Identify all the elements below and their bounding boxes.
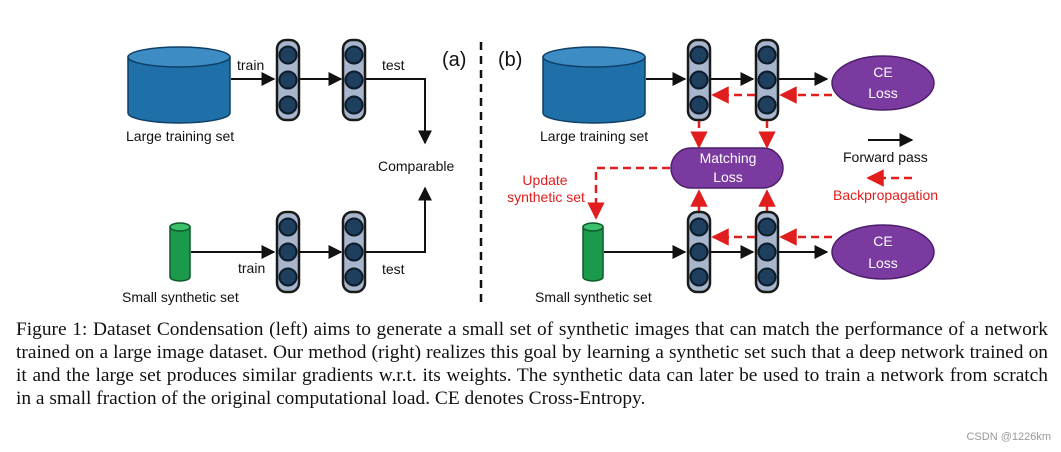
ce-loss-bottom-line2: Loss (868, 255, 898, 271)
update-synthetic-arrow (587, 166, 670, 220)
matching-loss-line1: Matching (700, 150, 757, 166)
train-label-bottom-a: train (238, 260, 265, 276)
large-training-set-cylinder-b (542, 46, 646, 124)
ce-loss-top: CE Loss (831, 55, 935, 111)
network-block-b-bottom-2 (754, 210, 780, 294)
watermark: CSDN @1226km (966, 431, 1051, 443)
figure-caption: Figure 1: Dataset Condensation (left) ai… (16, 319, 1048, 409)
network-block-a-top-2 (341, 38, 367, 122)
ce-loss-top-line2: Loss (868, 85, 898, 101)
test-arrow-bottom-a (366, 186, 432, 253)
ce-loss-bottom-line1: CE (873, 233, 892, 249)
legend-backprop-label: Backpropagation (833, 187, 938, 203)
small-synthetic-set-label-a: Small synthetic set (122, 289, 239, 305)
network-block-a-bottom-2 (341, 210, 367, 294)
update-label-line1: Update (522, 172, 567, 188)
update-label-line2: synthetic set (507, 189, 585, 205)
test-label-bottom-a: test (382, 261, 405, 277)
matching-loss: Matching Loss (670, 147, 784, 189)
ce-loss-bottom: CE Loss (831, 224, 935, 280)
test-label-top-a: test (382, 57, 405, 73)
comparable-label: Comparable (378, 158, 454, 174)
large-training-set-label-a: Large training set (126, 128, 234, 144)
train-label-top-a: train (237, 57, 264, 73)
figure-diagram: (a) Large training set train test Compar… (122, 38, 938, 305)
small-synthetic-set-label-b: Small synthetic set (535, 289, 652, 305)
large-training-set-label-b: Large training set (540, 128, 648, 144)
legend-forward-label: Forward pass (843, 149, 928, 165)
network-block-b-bottom-1 (686, 210, 712, 294)
large-training-set-cylinder-a (127, 46, 231, 124)
small-synthetic-set-cylinder-a (169, 222, 191, 282)
network-block-a-bottom-1 (275, 210, 301, 294)
test-arrow-top-a (366, 78, 432, 145)
ce-loss-top-line1: CE (873, 64, 892, 80)
network-block-a-top-1 (275, 38, 301, 122)
network-block-b-top-1 (686, 38, 712, 122)
matching-loss-line2: Loss (713, 169, 743, 185)
network-block-b-top-2 (754, 38, 780, 122)
panel-a-label: (a) (442, 49, 466, 71)
panel-b-label: (b) (498, 49, 522, 71)
small-synthetic-set-cylinder-b (582, 222, 604, 282)
